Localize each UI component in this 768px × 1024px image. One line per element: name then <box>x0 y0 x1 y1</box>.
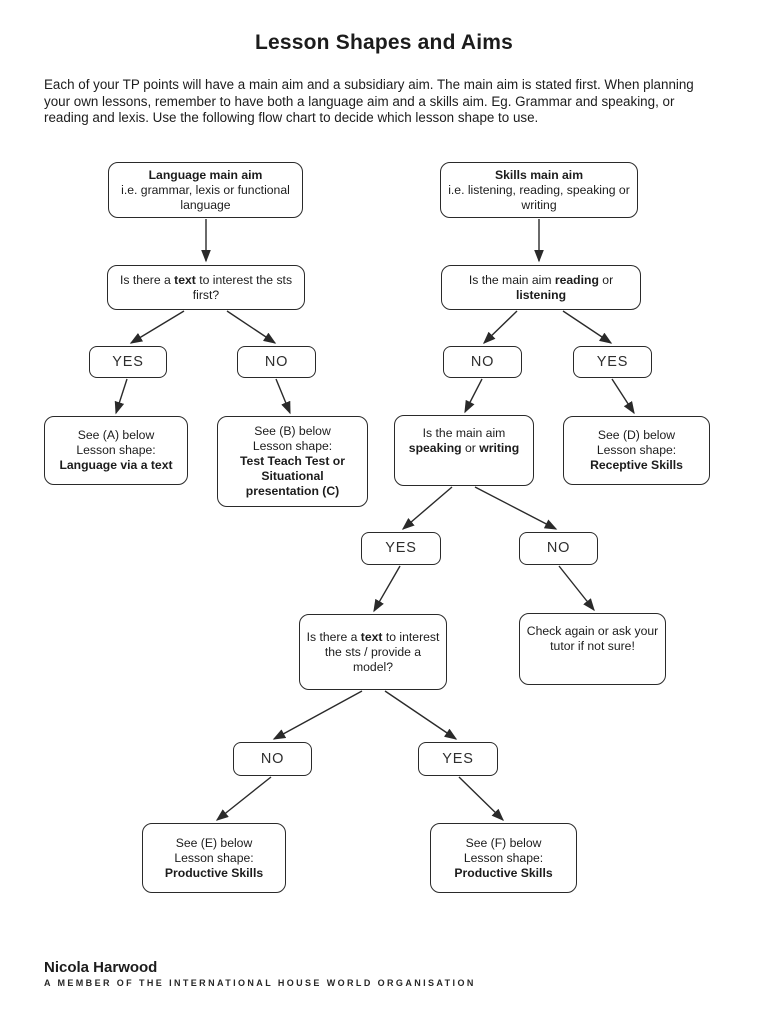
flow-node-text: NO <box>470 353 495 370</box>
flow-node-text: Check again or ask your tutor if not sur… <box>526 624 659 653</box>
flow-node-text: YES <box>442 750 474 767</box>
flow-node-text: NO <box>264 353 289 370</box>
flow-arrow-q-reading-or-listening-to-yes-2 <box>562 310 613 344</box>
flow-node-text: See (F) below <box>465 835 542 850</box>
flow-node-text: See (A) below <box>77 428 155 442</box>
flow-node-q-reading-or-listening: Is the main aim reading or listening <box>441 265 641 310</box>
flow-arrow-q-text-to-interest-first-to-no-1 <box>226 310 277 344</box>
flow-node-text: Lesson shape: <box>252 439 333 453</box>
flow-node-text: Skills main aim <box>494 167 584 182</box>
flow-node-q-text-to-interest-model: Is there a text to interest the sts / pr… <box>299 614 447 690</box>
flow-node-text: i.e. grammar, lexis or functional langua… <box>121 182 290 212</box>
flow-node-text: NO <box>546 540 571 556</box>
flow-node-text: Language main aim <box>148 167 263 182</box>
flow-node-text: YES <box>385 540 417 556</box>
flow-node-text: Receptive Skills <box>590 458 683 472</box>
flow-arrow-q-text-to-interest-model-to-yes-4 <box>384 690 458 740</box>
flow-node-text: Productive Skills <box>164 865 264 880</box>
flow-arrow-q-text-to-interest-first-to-yes-1 <box>129 310 185 344</box>
flow-node-yes-1: YES <box>89 346 167 378</box>
flow-node-text: See (B) below <box>254 424 331 438</box>
flow-node-text: Productive Skills <box>454 865 553 880</box>
flow-node-text: Is there a text to interest the sts / pr… <box>306 629 440 674</box>
footer-author: Nicola Harwood <box>44 959 158 976</box>
flow-arrow-yes-1-to-see-a <box>114 378 128 415</box>
flow-arrow-q-text-to-interest-model-to-no-4 <box>272 690 363 740</box>
flow-arrow-q-reading-or-listening-to-no-2 <box>482 310 518 344</box>
flow-arrow-q-speaking-or-writing-to-yes-3 <box>401 486 453 530</box>
flow-node-q-text-to-interest-first: Is there a text to interest the sts firs… <box>107 265 305 310</box>
flow-node-text: Language via a text <box>59 458 173 472</box>
flow-node-q-speaking-or-writing: Is the main aim speaking or writing <box>394 415 534 486</box>
flow-arrow-yes-2-to-see-d <box>611 378 635 415</box>
flow-node-no-3: NO <box>519 532 598 565</box>
flow-node-text: YES <box>596 353 629 370</box>
footer: Nicola Harwood A MEMBER OF THE INTERNATI… <box>44 959 476 988</box>
footer-organisation-tagline: A MEMBER OF THE INTERNATIONAL HOUSE WORL… <box>44 978 476 988</box>
flow-node-text: Test Teach Test or Situational presentat… <box>240 454 345 498</box>
flow-node-text: See (E) below <box>175 835 253 850</box>
flow-node-no-4: NO <box>233 742 312 776</box>
flow-node-text: Is there a text to interest the sts firs… <box>119 272 293 302</box>
flow-node-text: Lesson shape: <box>596 443 677 457</box>
flow-node-no-2: NO <box>443 346 522 378</box>
flow-arrow-yes-4-to-see-f <box>458 776 505 821</box>
flow-node-check-again: Check again or ask your tutor if not sur… <box>519 613 666 685</box>
flow-node-text: YES <box>112 353 144 370</box>
flow-node-yes-2: YES <box>573 346 652 378</box>
flow-node-yes-3: YES <box>361 532 441 565</box>
intro-paragraph: Each of your TP points will have a main … <box>44 77 694 125</box>
flow-node-text: Lesson shape: <box>174 850 254 865</box>
flow-arrow-no-3-to-check-again <box>558 565 595 612</box>
page-title: Lesson Shapes and Aims <box>254 31 514 54</box>
flow-node-no-1: NO <box>237 346 316 378</box>
flow-node-text: Is the main aim reading or listening <box>468 272 614 302</box>
flow-node-text: See (D) below <box>597 428 676 442</box>
flow-node-text: Is the main aim speaking or writing <box>408 426 520 455</box>
flow-node-text: NO <box>260 750 285 767</box>
flow-arrow-q-speaking-or-writing-to-no-3 <box>474 486 558 530</box>
flow-arrow-no-4-to-see-e <box>215 776 272 821</box>
flow-arrow-yes-3-to-q-text-to-interest-model <box>373 565 401 613</box>
flow-node-text: Lesson shape: <box>463 850 544 865</box>
flow-node-text: i.e. listening, reading, speaking or wri… <box>448 182 630 212</box>
flow-arrow-no-1-to-see-b <box>275 378 291 415</box>
flow-node-text: Lesson shape: <box>76 443 156 457</box>
flow-node-yes-4: YES <box>418 742 498 776</box>
flow-arrow-no-2-to-q-speaking-or-writing <box>464 378 483 414</box>
